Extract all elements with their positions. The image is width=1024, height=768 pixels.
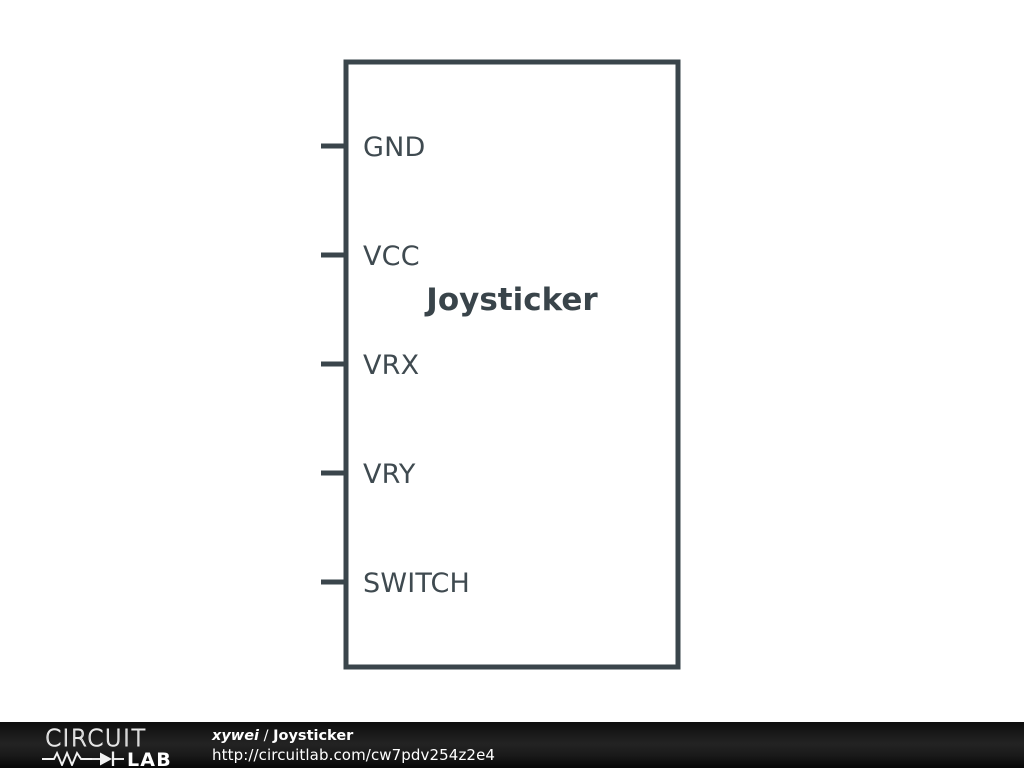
footer-credit-block: xywei / Joysticker http://circuitlab.com… <box>212 727 495 766</box>
credit-author: xywei <box>212 728 260 744</box>
resistor-icon <box>42 750 92 766</box>
circuitlab-logo[interactable]: CIRCUIT LAB <box>36 726 186 766</box>
diode-icon <box>92 751 124 766</box>
footer-bar: CIRCUIT LAB xywei / Joysticker http://ci… <box>0 722 1024 768</box>
logo-word-lab: LAB <box>127 749 172 766</box>
pin-label-vrx: VRX <box>363 350 419 381</box>
pin-label-vry: VRY <box>363 459 416 490</box>
schematic-svg: GND VCC VRX VRY SWITCH Joysticker <box>321 59 681 670</box>
credit-separator: / <box>259 728 274 744</box>
pin-label-vcc: VCC <box>363 241 420 272</box>
component-title: Joysticker <box>424 282 598 318</box>
pin-label-gnd: GND <box>363 132 426 163</box>
credit-line: xywei / Joysticker <box>212 727 495 746</box>
pin-label-switch: SWITCH <box>363 568 470 599</box>
schematic-canvas[interactable]: GND VCC VRX VRY SWITCH Joysticker <box>0 0 1024 722</box>
credit-project: Joysticker <box>273 728 354 744</box>
logo-word-circuit: CIRCUIT <box>45 726 147 752</box>
circuit-url[interactable]: http://circuitlab.com/cw7pdv254z2e4 <box>212 746 496 765</box>
